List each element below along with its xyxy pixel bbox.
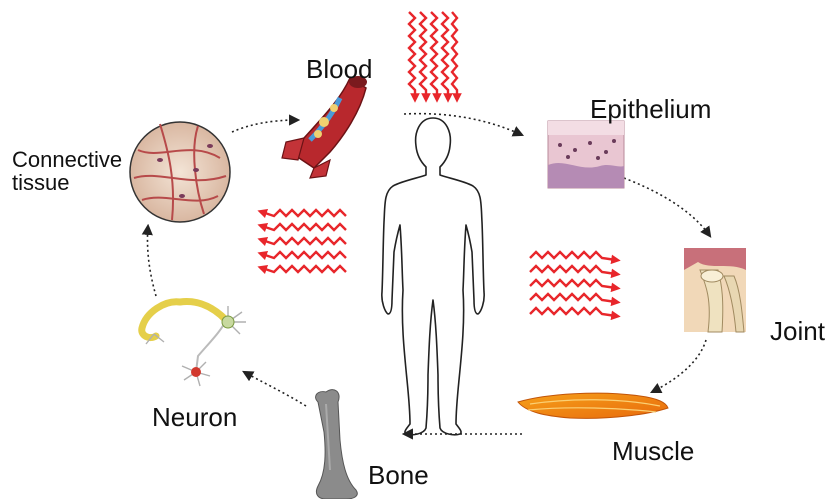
label-joint: Joint — [770, 318, 825, 345]
arrow-epithelium-to-joint — [624, 178, 710, 236]
muscle-fiber-icon — [518, 393, 668, 418]
arrow-blood-to-epithelium — [404, 114, 522, 135]
label-connective-tissue: Connective tissue — [12, 148, 122, 194]
wave-arrows-right-icon — [530, 252, 616, 316]
human-body-outline-icon — [382, 118, 484, 435]
arrow-joint-to-muscle — [652, 340, 706, 392]
cycle-arrows — [147, 114, 710, 434]
joint-icon — [684, 248, 746, 332]
label-bone: Bone — [368, 462, 429, 489]
epithelium-tissue-icon — [548, 121, 624, 188]
label-blood: Blood — [306, 56, 373, 83]
arrow-connective-to-blood — [232, 120, 298, 132]
neuron-icon — [142, 302, 246, 386]
wave-arrows-top-icon — [409, 12, 457, 98]
arrow-neuron-to-connective — [147, 226, 156, 296]
wave-arrows-left-icon — [262, 210, 346, 272]
label-neuron: Neuron — [152, 404, 237, 431]
connective-tissue-icon — [130, 122, 230, 222]
label-epithelium: Epithelium — [590, 96, 711, 123]
bone-icon — [316, 390, 358, 499]
arrow-bone-to-neuron — [244, 372, 306, 406]
label-muscle: Muscle — [612, 438, 694, 465]
blood-vessel-icon — [282, 76, 367, 178]
